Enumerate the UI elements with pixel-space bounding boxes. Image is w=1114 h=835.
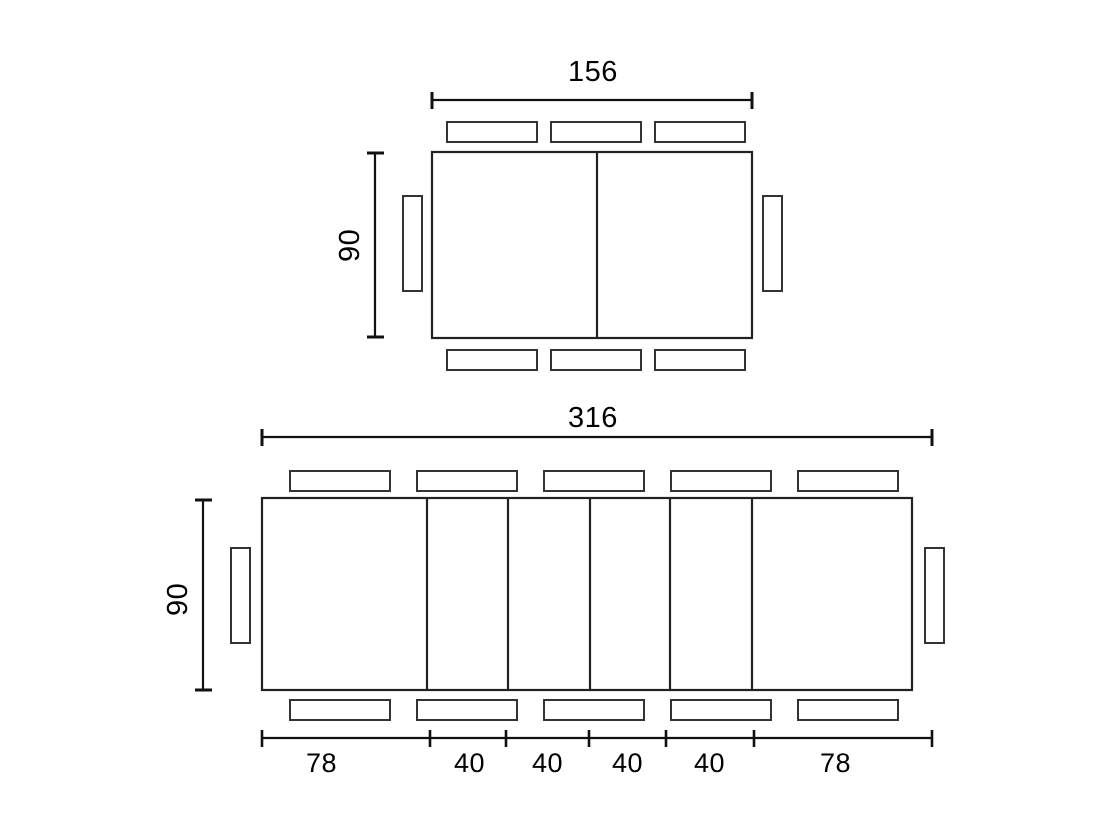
- closed-depth-label: 90: [334, 228, 366, 262]
- extended-side-chairs: [230, 547, 945, 644]
- segment-label-5: 40: [694, 748, 726, 778]
- extended-depth-dimension-line: [195, 498, 212, 692]
- extended-width-label: 316: [568, 402, 618, 434]
- closed-width-dimension-line: [430, 92, 754, 109]
- segment-label-1: 78: [306, 748, 338, 778]
- segment-label-2: 40: [454, 748, 486, 778]
- segment-label-4: 40: [612, 748, 644, 778]
- closed-width-label: 156: [568, 56, 618, 88]
- extended-width-dimension-line: [260, 429, 934, 446]
- extended-bottom-chairs: [289, 699, 899, 721]
- closed-view-group: [367, 92, 783, 371]
- segment-label-6: 78: [820, 748, 852, 778]
- extended-top-chairs: [289, 470, 899, 492]
- segment-label-3: 40: [532, 748, 564, 778]
- closed-table-body: [430, 150, 754, 340]
- closed-bottom-chairs: [446, 349, 746, 371]
- closed-depth-dimension-line: [367, 151, 384, 339]
- extended-table-body: [260, 496, 914, 692]
- closed-top-chairs: [446, 121, 746, 143]
- extended-view-group: [195, 429, 945, 747]
- closed-side-chairs: [402, 195, 783, 292]
- extended-segment-dimension-line: [260, 730, 934, 747]
- extended-depth-label: 90: [162, 582, 194, 616]
